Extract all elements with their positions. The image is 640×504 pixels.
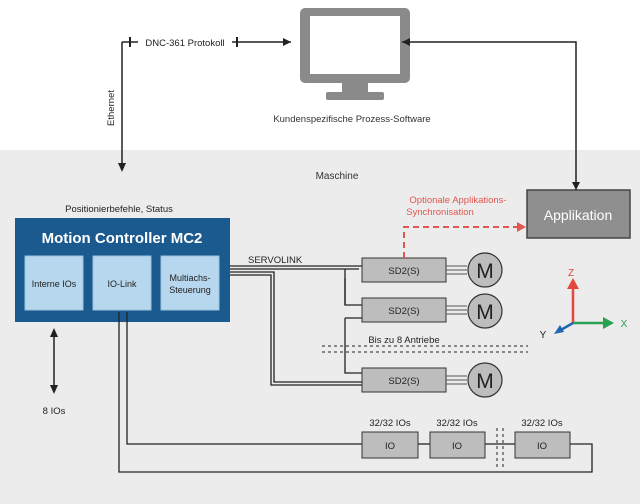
axis-x-label: X xyxy=(621,319,628,330)
module-interne-ios xyxy=(24,255,84,311)
io-box-1 xyxy=(361,431,419,459)
motor-2-icon xyxy=(467,293,503,329)
sync-label-2: Synchronisation xyxy=(406,207,474,218)
app-link-arrow-left xyxy=(402,38,410,46)
io-box-1-label: IO xyxy=(385,441,395,452)
monitor-icon xyxy=(300,8,410,100)
motor-1-icon xyxy=(467,252,503,288)
controller-title: Motion Controller MC2 xyxy=(42,230,203,247)
sync-label-1: Optionale Applikations- xyxy=(409,195,506,206)
software-label: Kundenspezifische Prozess-Software xyxy=(273,114,430,125)
io-header-3: 32/32 IOs xyxy=(521,418,562,429)
protocol-label-bg xyxy=(138,35,232,49)
motor-2-letter: M xyxy=(476,301,494,324)
app-link-line xyxy=(402,41,577,190)
io-box-2 xyxy=(429,431,486,459)
ios-label: 8 IOs xyxy=(43,406,66,417)
application-label: Applikation xyxy=(544,207,613,223)
application-box xyxy=(526,189,631,239)
axis-z-label: Z xyxy=(568,268,574,279)
motor-1-letter: M xyxy=(476,260,494,283)
ethernet-label: Ethernet xyxy=(106,90,117,126)
position-label: Positionierbefehle, Status xyxy=(65,204,173,215)
servolink-label: SERVOLINK xyxy=(248,255,303,266)
sync-arrowhead xyxy=(517,222,526,232)
drive-2 xyxy=(361,297,447,323)
drive-3-label: SD2(S) xyxy=(388,376,419,387)
servolink-wiring xyxy=(230,265,362,386)
drives-note: Bis zu 8 Antriebe xyxy=(368,335,439,346)
io-header-2: 32/32 IOs xyxy=(436,418,477,429)
machine-title: Maschine xyxy=(316,171,359,182)
drive-1-label: SD2(S) xyxy=(388,266,419,277)
axis-y-label: Y xyxy=(540,330,547,341)
module-multiachs xyxy=(160,255,220,311)
drive-3 xyxy=(361,367,447,393)
protocol-label: DNC-361 Protokoll xyxy=(145,38,224,49)
io-box-3-label: IO xyxy=(537,441,547,452)
io-box-3 xyxy=(514,431,571,459)
module-multiachs-label-2: Steuerung xyxy=(169,285,211,295)
module-io-link xyxy=(92,255,152,311)
io-link-bus xyxy=(118,312,593,473)
coordinate-axes-icon xyxy=(554,278,614,334)
module-interne-ios-label: Interne IOs xyxy=(32,279,77,289)
io-box-2-label: IO xyxy=(452,441,462,452)
app-link-arrow-down xyxy=(572,182,580,190)
motor-3-letter: M xyxy=(476,370,494,393)
motor-connectors xyxy=(446,265,467,385)
io-header-1: 32/32 IOs xyxy=(369,418,410,429)
module-io-link-label: IO-Link xyxy=(107,279,137,289)
module-multiachs-label-1: Multiachs- xyxy=(169,273,210,283)
sync-arrow xyxy=(403,226,518,258)
protocol-arrowhead xyxy=(283,38,291,46)
drive-2-label: SD2(S) xyxy=(388,306,419,317)
drives-note-bg xyxy=(360,334,446,345)
motor-3-icon xyxy=(467,362,503,398)
